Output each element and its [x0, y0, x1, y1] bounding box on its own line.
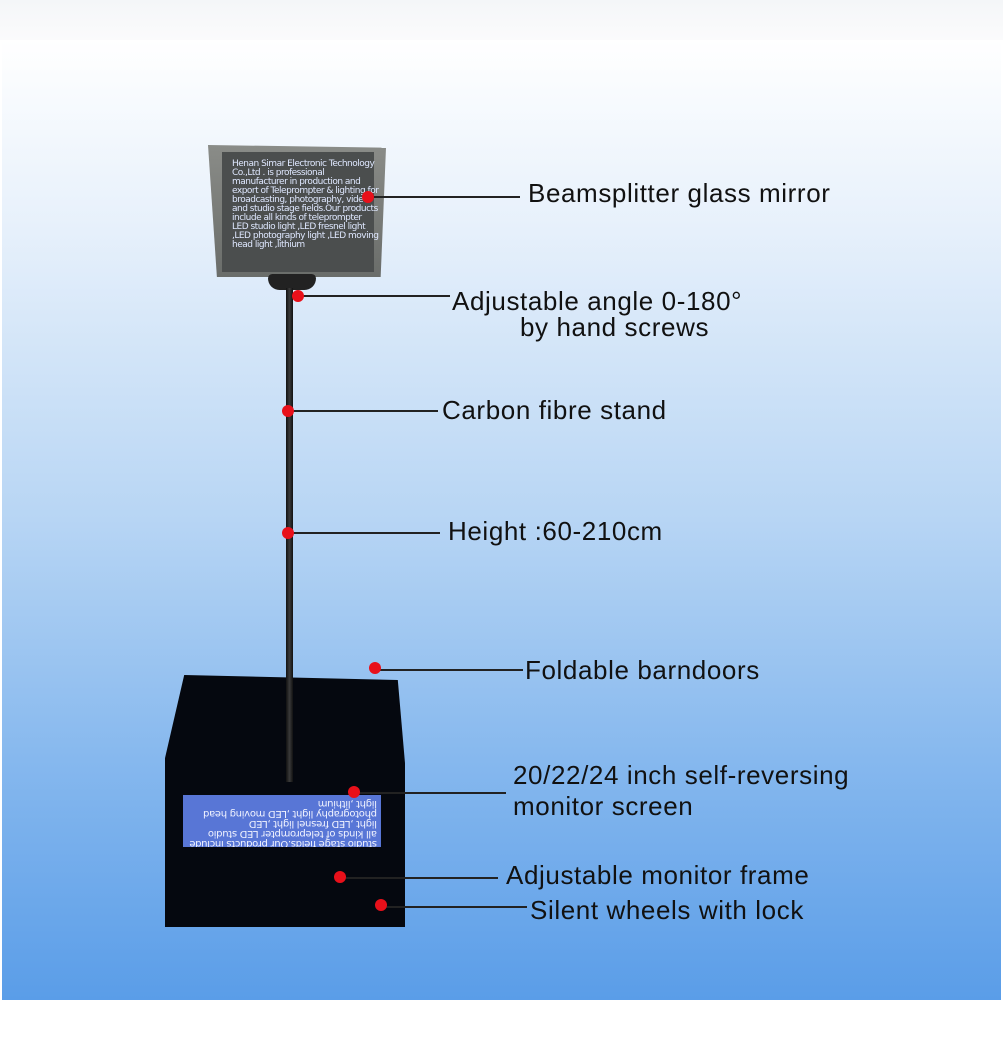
callout-dot [282, 405, 294, 417]
callout-dot [369, 662, 381, 674]
callout-barndoors: Foldable barndoors [525, 655, 760, 685]
callout-line [288, 410, 438, 412]
mirror-glass [222, 152, 374, 272]
callout-monitor-frame: Adjustable monitor frame [506, 860, 810, 890]
callout-dot [362, 191, 374, 203]
callout-dot [282, 527, 294, 539]
mirror-mount [268, 274, 316, 290]
callout-dot [375, 899, 387, 911]
callout-carbon-stand: Carbon fibre stand [442, 395, 667, 425]
top-band [0, 0, 1003, 40]
callout-line [368, 196, 520, 198]
callout-monitor-line2: monitor screen [513, 791, 694, 821]
callout-line [381, 906, 527, 908]
callout-line [288, 532, 440, 534]
callout-monitor: 20/22/24 inch self-reversing [513, 760, 850, 790]
callout-line [375, 669, 523, 671]
callout-height: Height :60-210cm [448, 516, 663, 546]
callout-line [340, 877, 498, 879]
callout-beamsplitter: Beamsplitter glass mirror [528, 178, 831, 208]
callout-line [298, 295, 450, 297]
callout-angle-line2: by hand screws [520, 312, 710, 342]
mirror-reflected-text: Henan Simar Electronic Technology Co.,Lt… [232, 159, 379, 250]
callout-dot [348, 786, 360, 798]
monitor-reversed-text: export of Teleprompter & lighting for br… [189, 798, 377, 847]
callout-dot [292, 290, 304, 302]
callout-dot [334, 871, 346, 883]
monitor-screen: export of Teleprompter & lighting for br… [183, 795, 381, 847]
callout-angle: Adjustable angle 0-180° [452, 286, 743, 316]
callout-line [354, 792, 506, 794]
callout-wheels: Silent wheels with lock [530, 895, 804, 925]
